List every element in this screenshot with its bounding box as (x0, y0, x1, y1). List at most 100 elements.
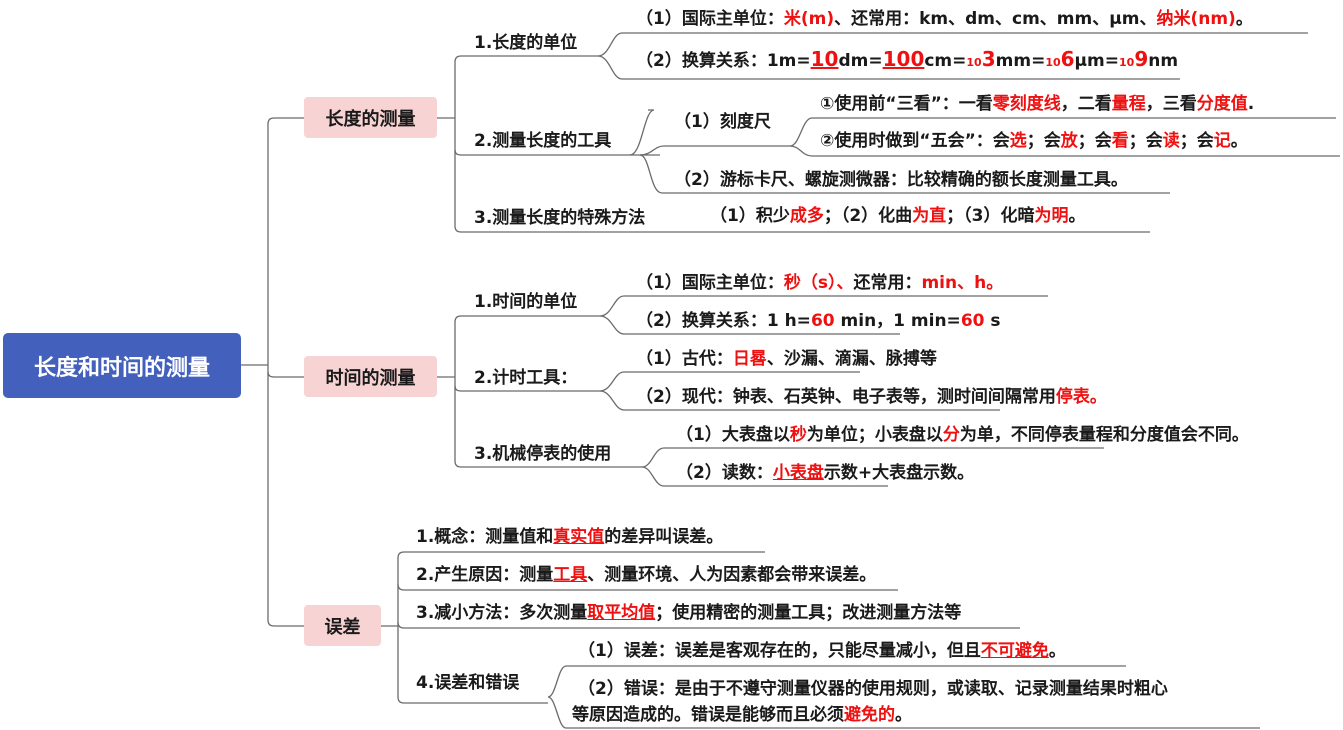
leaf-ancient-timing[interactable]: （1）古代：日晷、沙漏、滴漏、脉搏等 (636, 348, 937, 370)
text: μm= (1074, 51, 1120, 71)
highlight: 纳米(nm) (1156, 9, 1236, 29)
text: 、还常用：km、dm、cm、mm、μm、 (834, 9, 1157, 29)
text: 3.减小方法：多次测量 (416, 603, 588, 623)
leaf-ruler[interactable]: （1）刻度尺 (674, 112, 771, 132)
highlight: 成多 (789, 206, 824, 226)
text: mm= (995, 51, 1046, 71)
topic-length-units[interactable]: 1.长度的单位 (474, 33, 578, 53)
highlight: 日晷 (732, 349, 767, 369)
text: ；会 (1179, 131, 1214, 151)
root-node[interactable]: 长度和时间的测量 (3, 333, 241, 398)
text: 。 (1230, 131, 1248, 151)
highlight: 6 (1060, 47, 1075, 71)
text: （1）大表盘以 (676, 425, 790, 445)
text: dm= (838, 51, 883, 71)
topic-error-concept[interactable]: 1.概念：测量值和真实值的差异叫误差。 (416, 526, 723, 548)
topic-timing-tools[interactable]: 2.计时工具： (474, 368, 578, 388)
highlight: 量程 (1111, 94, 1146, 114)
highlight: 3 (981, 47, 996, 71)
text: 的差异叫误差。 (604, 527, 724, 547)
text: 2.产生原因：测量 (416, 565, 554, 585)
leaf-si-length-unit[interactable]: （1）国际主单位：米(m)、还常用：km、dm、cm、mm、μm、纳米(nm)。 (636, 8, 1253, 30)
text: 。 (895, 705, 912, 725)
highlight: 10 (810, 47, 839, 71)
leaf-modern-timing[interactable]: （2）现代：钟表、石英钟、电子表等，测时间间隔常用停表。 (636, 386, 1107, 408)
highlight: 停表。 (1055, 387, 1107, 407)
highlight: 分度值 (1196, 94, 1248, 114)
highlight: 分 (942, 425, 960, 445)
text: ，二看 (1060, 94, 1112, 114)
leaf-stopwatch-dials[interactable]: （1）大表盘以秒为单位；小表盘以分为单，不同停表量程和分度值会不同。 (676, 424, 1249, 446)
text: 还常用： (853, 273, 922, 293)
text: （2）错误：是由于不遵守测量仪器的使用规则，或读取、记录测量结果时粗心 (578, 679, 1168, 699)
highlight: 米(m) (783, 9, 835, 29)
highlight: 60 (810, 311, 835, 331)
highlight: 选 (1009, 131, 1027, 151)
text: （1）误差：误差是客观存在的，只能尽量减小，但且 (578, 641, 981, 661)
highlight: 不可避免 (980, 641, 1049, 661)
highlight: min、h。 (921, 273, 1004, 293)
topic-error-vs-mistake[interactable]: 4.误差和错误 (416, 673, 520, 693)
highlight: 为直 (912, 206, 947, 226)
highlight: 避免的 (844, 705, 895, 725)
leaf-mistake-definition-line2[interactable]: 等原因造成的。错误是能够而且必须避免的。 (572, 704, 912, 726)
text: 。 (1048, 641, 1066, 661)
text: （2）换算关系：1 h= (636, 311, 811, 331)
text: 示数+大表盘示数。 (823, 463, 975, 483)
leaf-ruler-three-looks[interactable]: ①使用前“三看”：一看零刻度线，二看量程，三看分度值. (820, 93, 1254, 115)
text: s (984, 311, 1001, 331)
text: ，三看 (1145, 94, 1197, 114)
text: nm (1148, 51, 1179, 71)
leaf-caliper-micrometer[interactable]: （2）游标卡尺、螺旋测微器：比较精确的额长度测量工具。 (674, 169, 1128, 191)
highlight: 读 (1162, 131, 1180, 151)
topic-error-causes[interactable]: 2.产生原因：测量工具、测量环境、人为因素都会带来误差。 (416, 564, 876, 586)
highlight: 真实值 (553, 527, 605, 547)
leaf-mistake-definition-line1[interactable]: （2）错误：是由于不遵守测量仪器的使用规则，或读取、记录测量结果时粗心 (578, 678, 1168, 700)
text: 、沙漏、滴漏、脉搏等 (766, 349, 937, 369)
leaf-error-definition[interactable]: （1）误差：误差是客观存在的，只能尽量减小，但且不可避免。 (578, 640, 1066, 662)
text: ；会 (1026, 131, 1061, 151)
text: （1）国际主单位： (636, 9, 784, 29)
topic-length-special-methods[interactable]: 3.测量长度的特殊方法 (474, 208, 646, 228)
highlight: 小表盘 (772, 463, 824, 483)
text: （1）古代： (636, 349, 733, 369)
highlight: 为明 (1034, 206, 1069, 226)
text: 。 (1068, 206, 1086, 226)
highlight: 秒 (789, 425, 807, 445)
topic-length-tools[interactable]: 2.测量长度的工具 (474, 131, 612, 151)
text: （2）换算关系：1m= (636, 51, 811, 71)
highlight: 秒（s）、 (783, 273, 854, 293)
text: cm= (924, 51, 967, 71)
leaf-stopwatch-reading[interactable]: （2）读数：小表盘示数+大表盘示数。 (676, 462, 974, 484)
topic-time-units[interactable]: 1.时间的单位 (474, 292, 578, 312)
text: （2）游标卡尺、螺旋测微器：比较精确的额长度测量工具。 (674, 170, 1128, 190)
leaf-special-methods[interactable]: （1）积少成多；（2）化曲为直；（3）化暗为明。 (710, 205, 1086, 227)
category-length-measurement[interactable]: 长度的测量 (304, 97, 437, 138)
category-error[interactable]: 误差 (304, 605, 381, 646)
text: ；（3）化暗 (946, 206, 1035, 226)
text: 等原因造成的。错误是能够而且必须 (572, 705, 844, 725)
text: ；会 (1077, 131, 1112, 151)
text: min，1 min= (834, 311, 961, 331)
text: 。 (1235, 9, 1253, 29)
category-time-measurement[interactable]: 时间的测量 (304, 356, 437, 397)
highlight: 10 (966, 56, 982, 69)
highlight: 10 (1045, 56, 1061, 69)
text: （2）现代：钟表、石英钟、电子表等，测时间间隔常用 (636, 387, 1056, 407)
text: 、测量环境、人为因素都会带来误差。 (587, 565, 877, 585)
topic-error-reduction[interactable]: 3.减小方法：多次测量取平均值；使用精密的测量工具；改进测量方法等 (416, 602, 961, 624)
topic-stopwatch-usage[interactable]: 3.机械停表的使用 (474, 444, 612, 464)
text: 1.概念：测量值和 (416, 527, 554, 547)
highlight: 记 (1213, 131, 1231, 151)
leaf-length-conversion[interactable]: （2）换算关系：1m=10dm=100cm=103mm=106μm=109nm (636, 48, 1178, 74)
text: （1）国际主单位： (636, 273, 784, 293)
text: ①使用前“三看”：一看 (820, 94, 993, 114)
leaf-si-time-unit[interactable]: （1）国际主单位：秒（s）、还常用：min、h。 (636, 272, 1003, 294)
leaf-time-conversion[interactable]: （2）换算关系：1 h=60 min，1 min=60 s (636, 310, 1001, 332)
leaf-ruler-five-skills[interactable]: ②使用时做到“五会”：会选；会放；会看；会读；会记。 (820, 130, 1248, 152)
text: ；会 (1128, 131, 1163, 151)
highlight: 取平均值 (587, 603, 656, 623)
highlight: 工具 (553, 565, 588, 585)
text: ②使用时做到“五会”：会 (820, 131, 1010, 151)
text: 为单，不同停表量程和分度值会不同。 (959, 425, 1249, 445)
